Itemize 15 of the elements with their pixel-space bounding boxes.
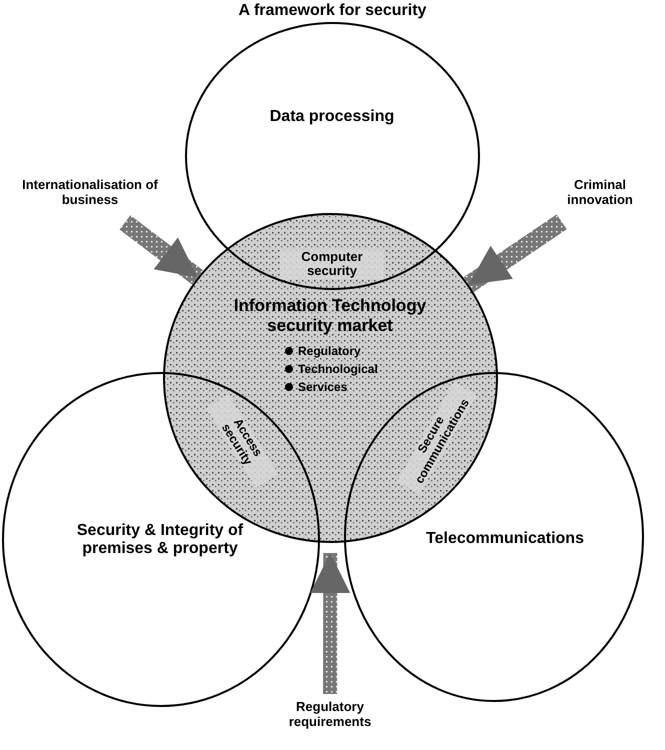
thick-arrow — [464, 214, 567, 292]
thick-arrow — [120, 215, 204, 285]
driver-label: Criminal innovation — [566, 178, 634, 208]
list-item: Technological — [298, 362, 378, 376]
list-item: Services — [298, 380, 348, 394]
driver-label: Internationalisation of business — [21, 178, 159, 208]
list-item: Regulatory — [298, 344, 361, 358]
thick-arrow — [310, 552, 350, 694]
circle-label: Telecommunications — [425, 530, 585, 548]
circle-label: Security & Integrity of premises & property — [76, 522, 244, 559]
overlap-label: Computer security — [280, 250, 384, 279]
circle-heading: Information Technology security market — [232, 296, 428, 336]
circle-label: Data processing — [268, 108, 396, 126]
diagram-title: A framework for security — [238, 2, 428, 20]
driver-label: Regulatory requirements — [288, 700, 372, 730]
